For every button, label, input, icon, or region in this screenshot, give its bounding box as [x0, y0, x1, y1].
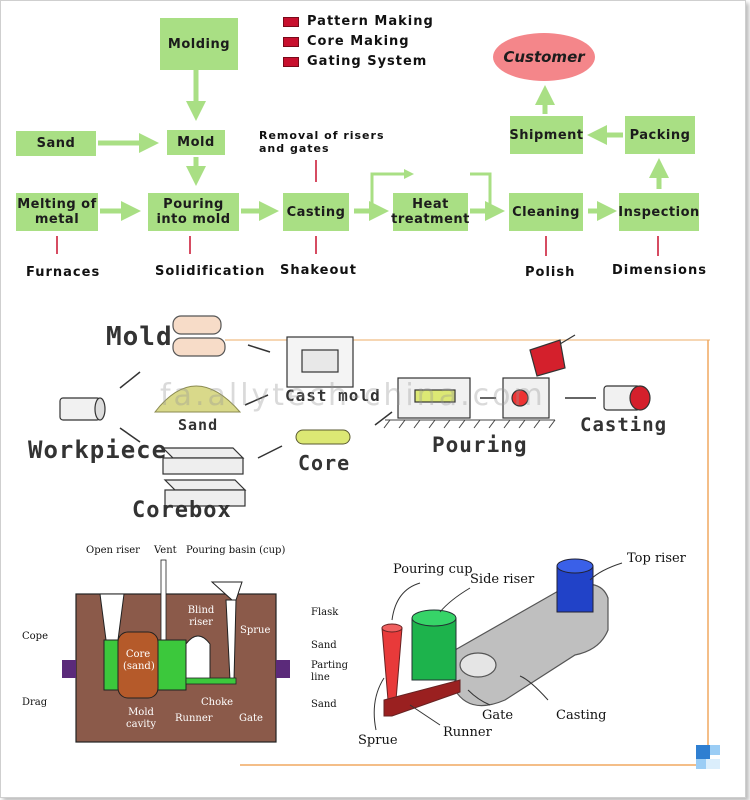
label-sand-top: Sand	[311, 640, 337, 651]
annotation-furnaces: Furnaces	[26, 265, 101, 280]
label-casting-3d: Casting	[556, 708, 607, 723]
sketch-label-pouring: Pouring	[432, 433, 528, 457]
annotation-polish: Polish	[525, 265, 576, 280]
sketch-label-sand: Sand	[178, 416, 219, 434]
legend-item-core-making: Core Making	[283, 34, 410, 49]
label-top-riser: Top riser	[627, 551, 686, 566]
label-choke: Choke	[201, 697, 234, 708]
label-open-riser: Open riser	[86, 545, 140, 556]
legend-marker	[283, 56, 299, 67]
top-riser	[556, 558, 594, 613]
label-side-riser: Side riser	[470, 572, 535, 587]
sketch-label-corebox: Corebox	[132, 498, 232, 523]
sketch-arrows	[119, 344, 596, 459]
legend-marker	[283, 16, 299, 27]
legend-label: Gating System	[307, 54, 428, 69]
node-sand: Sand	[16, 131, 96, 156]
node-inspection: Inspection	[618, 193, 699, 231]
leader-lines	[373, 562, 623, 731]
ladle	[529, 334, 576, 377]
label-flask: Flask	[311, 607, 339, 618]
node-customer: Customer	[493, 33, 595, 81]
node-pouring-into-mold: Pouring into mold	[148, 193, 239, 231]
sand-pile	[153, 385, 242, 413]
node-heat-treatment: Heat treatment	[391, 193, 469, 231]
cast-mold-box	[286, 336, 354, 388]
label-blind-riser: Blind riser	[187, 605, 215, 628]
final-casting	[603, 385, 651, 411]
flask-body	[62, 559, 290, 743]
label-gate-3d: Gate	[482, 708, 514, 723]
sketch-label-workpiece: Workpiece	[28, 436, 168, 464]
pouring-flask	[397, 377, 550, 419]
sprue-part	[381, 623, 403, 701]
label-vent: Vent	[154, 545, 177, 556]
node-cleaning: Cleaning	[509, 193, 583, 231]
label-sprue-3d: Sprue	[358, 733, 398, 748]
watermark: fa.allytech-china.com	[160, 378, 546, 413]
label-pouring-basin: Pouring basin (cup)	[186, 545, 286, 556]
side-riser	[411, 609, 457, 681]
casting-part	[454, 583, 609, 707]
corebox-part	[161, 447, 247, 507]
label-mold-cavity: Mold cavity	[126, 707, 157, 730]
sketch-label-core: Core	[298, 451, 351, 475]
workpiece-part	[59, 397, 106, 421]
annotation-shakeout: Shakeout	[280, 263, 357, 278]
core-part	[295, 429, 351, 445]
label-runner-3d: Runner	[443, 725, 492, 740]
legend-label: Pattern Making	[307, 14, 434, 29]
annotation-ticks	[56, 160, 659, 256]
node-melting-of-metal: Melting of metal	[16, 193, 98, 231]
label-sand-bottom: Sand	[311, 699, 337, 710]
label-cope: Cope	[22, 631, 48, 642]
mold-pattern-pieces	[172, 315, 226, 357]
node-shipment: Shipment	[509, 116, 583, 154]
sketch-label-mold: Mold	[106, 322, 173, 352]
label-core-sand: Core (sand)	[123, 649, 155, 672]
runner-part	[383, 679, 461, 717]
label-runner: Runner	[175, 713, 213, 724]
label-drag: Drag	[22, 697, 48, 708]
label-sprue: Sprue	[240, 625, 271, 636]
ground-hatching	[383, 419, 556, 429]
annotation-solidification: Solidification	[155, 264, 266, 279]
node-casting: Casting	[283, 193, 349, 231]
label-gate: Gate	[239, 713, 263, 724]
legend-marker	[283, 36, 299, 47]
label-parting-line: Parting line	[311, 660, 349, 683]
annotation-removal-of-risers: Removal of risers and gates	[259, 129, 385, 155]
heat-treatment-bypass	[370, 172, 492, 206]
node-molding: Molding	[160, 18, 238, 70]
sketch-label-casting: Casting	[580, 414, 668, 436]
label-pouring-cup: Pouring cup	[393, 562, 473, 577]
annotation-dimensions: Dimensions	[612, 263, 707, 278]
node-mold: Mold	[167, 130, 225, 155]
legend-item-pattern-making: Pattern Making	[283, 14, 434, 29]
legend-item-gating-system: Gating System	[283, 54, 427, 69]
legend-label: Core Making	[307, 34, 410, 49]
sketch-label-cast-mold: Cast mold	[285, 386, 381, 405]
node-packing: Packing	[625, 116, 695, 154]
